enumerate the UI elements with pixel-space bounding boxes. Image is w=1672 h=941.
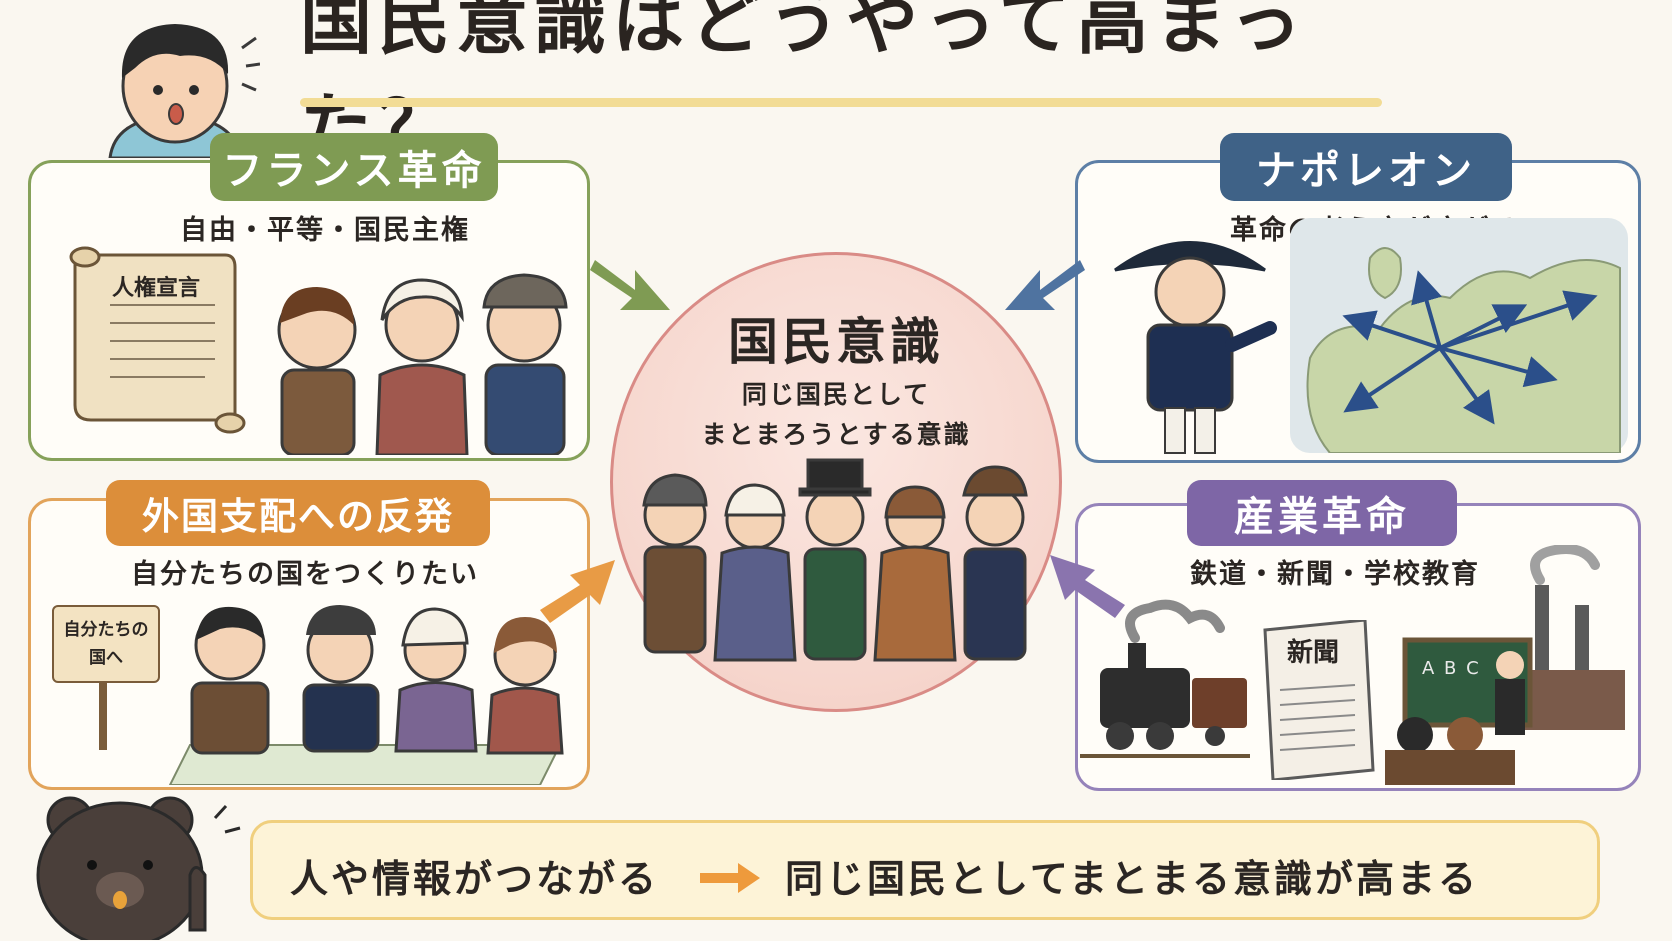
center-title: 国民意識 <box>728 313 944 371</box>
foreign-rule-subtitle: 自分たちの国をつくりたい <box>131 559 479 590</box>
summary-arrow-icon <box>700 863 760 893</box>
arrow-napoleon-to-center <box>1005 260 1085 310</box>
arrow-industrial-to-center <box>1050 555 1125 618</box>
center-subtitle-line-2: まとまろうとする意識 <box>701 420 971 449</box>
french-revolution-tag-label: フランス革命 <box>222 148 486 194</box>
arrow-foreign-to-center <box>540 560 615 623</box>
sign-line-1: 自分たちの <box>63 620 149 640</box>
boy-illustration <box>108 24 260 158</box>
newspaper-label: 新聞 <box>1287 638 1340 668</box>
industrial-revolution-subtitle: 鉄道・新聞・学校教育 <box>1190 559 1480 590</box>
blackboard-text: A B C <box>1422 658 1481 679</box>
summary-right: 同じ国民としてまとまる意識が高まる <box>785 857 1479 901</box>
napoleon-tag-label: ナポレオン <box>1256 148 1476 194</box>
industrial-revolution-tag: 産業革命 <box>1187 480 1457 546</box>
declaration-scroll-illustration <box>69 246 246 434</box>
steam-train-illustration <box>1080 599 1250 758</box>
center-subtitle-line-1: 同じ国民として <box>741 380 931 409</box>
napoleon-tag: ナポレオン <box>1220 133 1512 201</box>
summary-banner <box>250 820 1600 920</box>
school-factory-illustration <box>1385 545 1625 785</box>
industrial-revolution-tag-label: 産業革命 <box>1234 494 1410 540</box>
foreign-rule-tag: 外国支配への反発 <box>106 480 490 546</box>
bear-illustration <box>36 796 241 940</box>
napoleon-illustration <box>1114 241 1277 454</box>
scroll-label: 人権宣言 <box>112 276 201 301</box>
arrow-french-to-center <box>590 260 670 310</box>
resistance-people-illustration <box>168 605 564 785</box>
sign-board: 自分たちの 国へ <box>52 605 160 683</box>
french-revolution-tag: フランス革命 <box>210 133 498 201</box>
summary-left: 人や情報がつながる <box>290 857 660 901</box>
sign-post <box>99 670 107 750</box>
newspaper-illustration <box>1263 620 1375 780</box>
french-revolution-subtitle: 自由・平等・国民主権 <box>180 215 470 246</box>
sign-line-2: 国へ <box>89 648 123 668</box>
title-underline <box>300 98 1382 107</box>
europe-map-illustration <box>1290 218 1628 453</box>
united-people-illustration <box>642 458 1028 662</box>
revolution-people-illustration <box>277 273 568 455</box>
foreign-rule-tag-label: 外国支配への反発 <box>142 495 454 538</box>
